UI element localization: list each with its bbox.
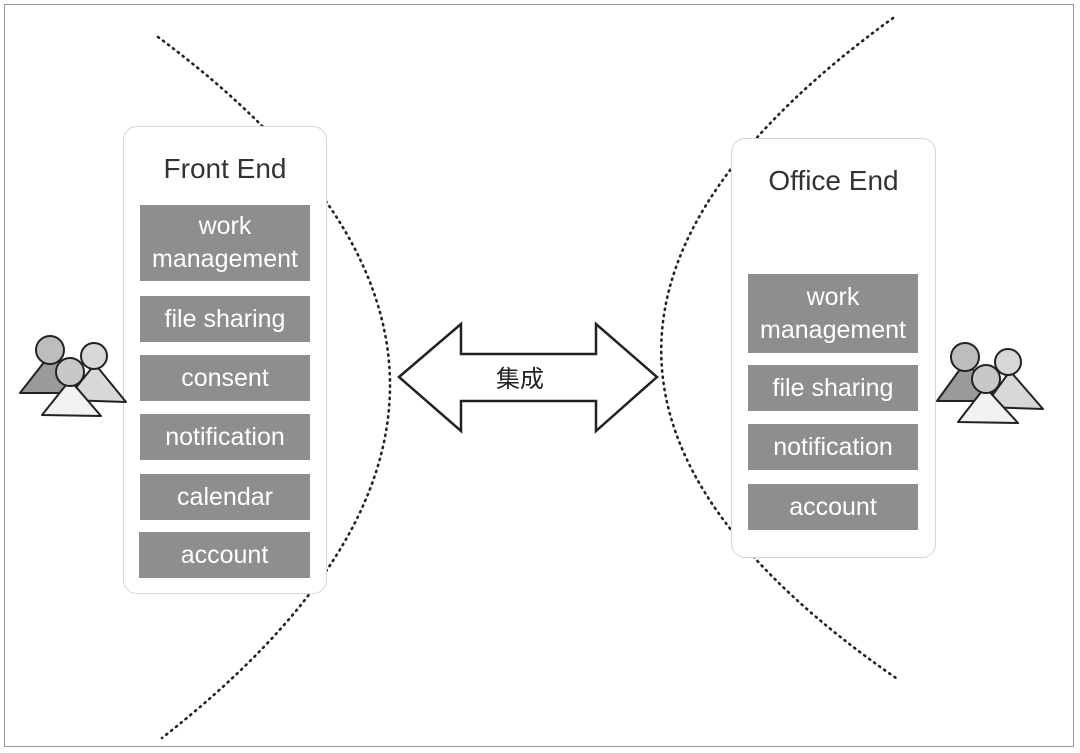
integration-label: 集成 — [496, 365, 544, 393]
front-end-item-notification: notification — [140, 414, 310, 460]
front-end-item-calendar: calendar — [140, 474, 310, 520]
office-end-item-notification: notification — [748, 424, 918, 470]
front-end-title: Front End — [163, 153, 287, 184]
office-end-title: Office End — [768, 165, 899, 196]
front-end-item-file-sharing: file sharing — [140, 296, 310, 342]
diagram-frame — [4, 4, 1074, 747]
office-end-item-work-management: work management — [748, 274, 918, 353]
office-end-item-file-sharing: file sharing — [748, 365, 918, 411]
right-boundary-curve — [659, 16, 898, 680]
front-end-item-account: account — [139, 532, 310, 578]
front-end-item-work-management: work management — [140, 205, 310, 281]
office-end-item-account: account — [748, 484, 918, 530]
front-end-item-consent: consent — [140, 355, 310, 401]
left-boundary-curve — [156, 35, 392, 740]
double-arrow-shape — [397, 321, 659, 434]
